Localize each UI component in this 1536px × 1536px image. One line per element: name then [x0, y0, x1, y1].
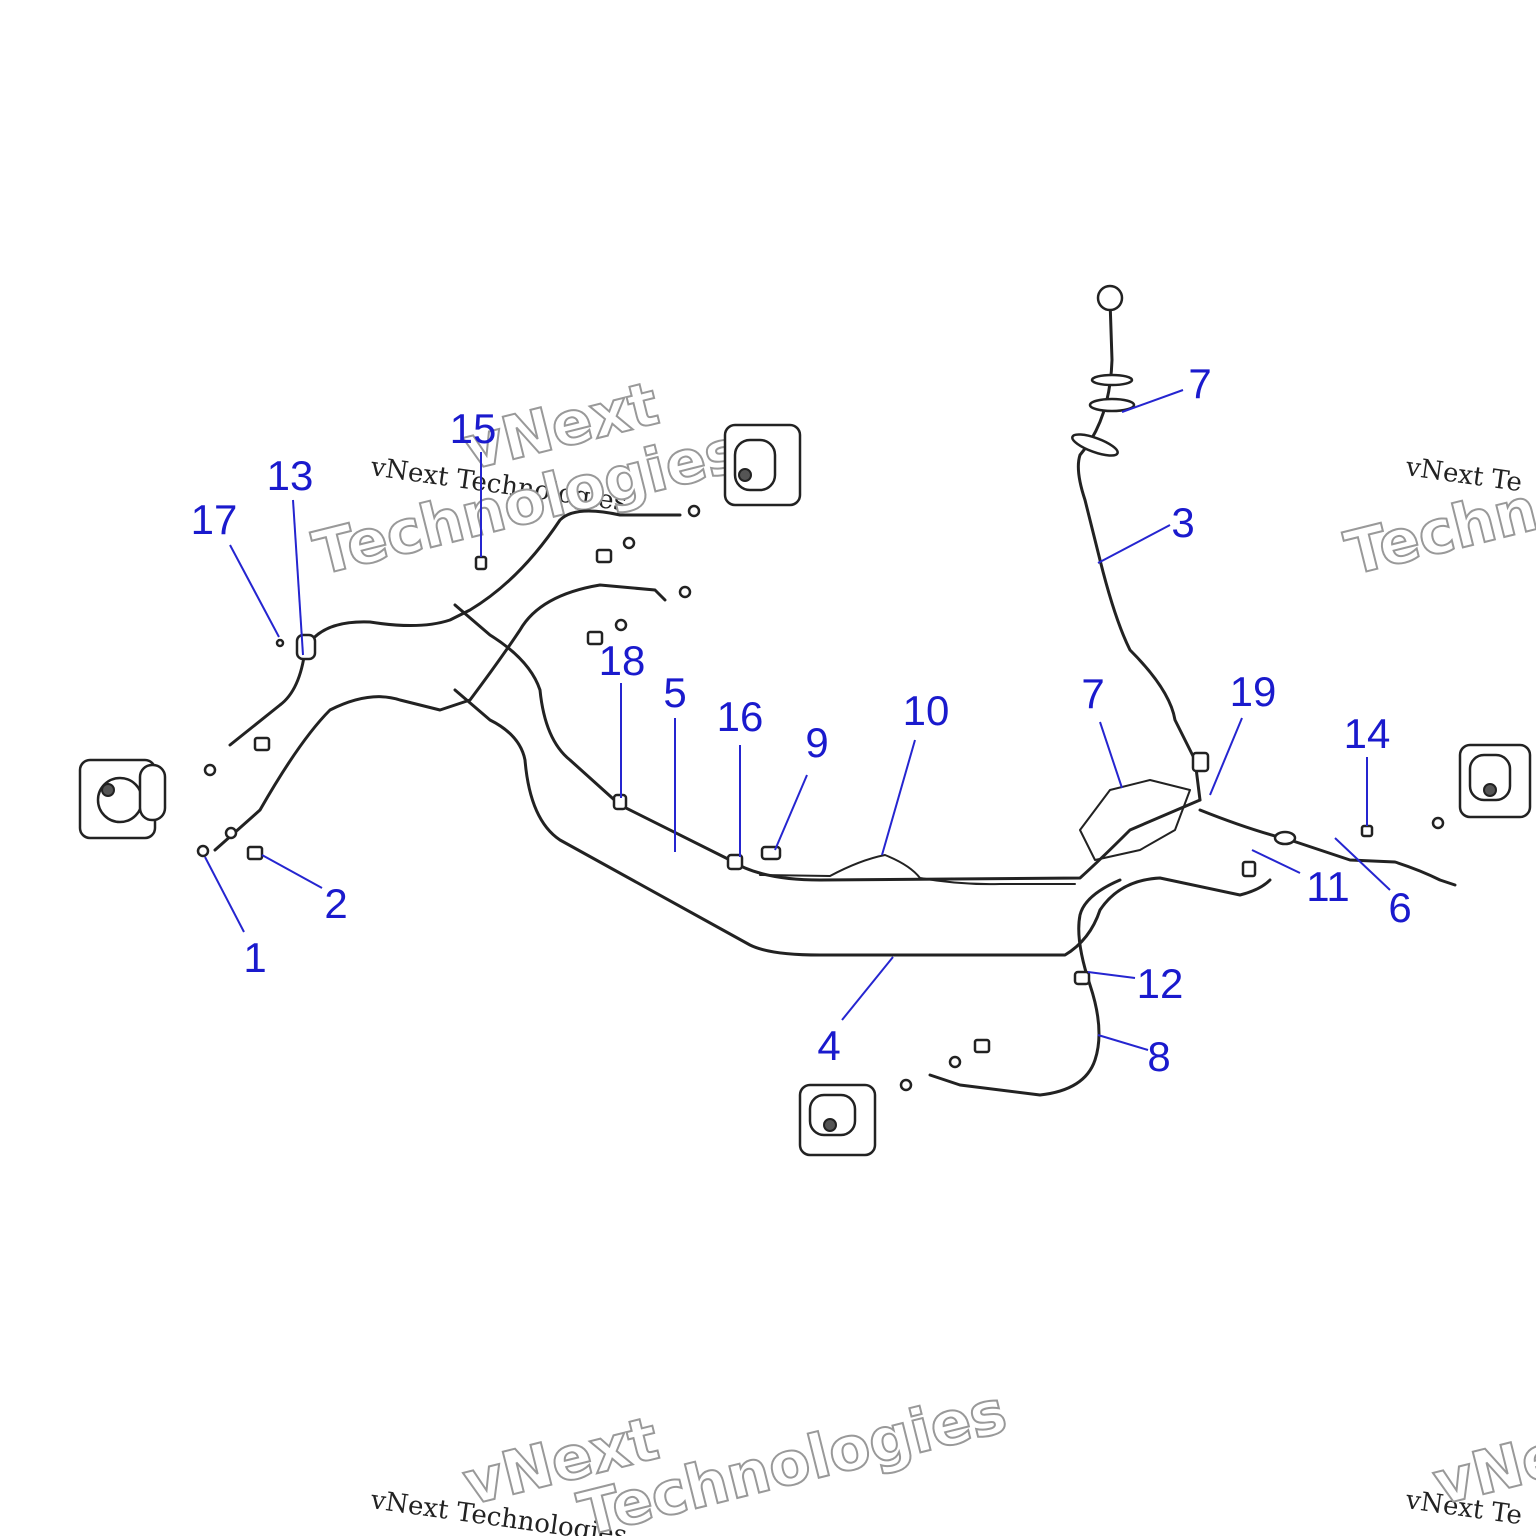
watermark-group-bottom-left: vNext vNext Technologies Technologies: [368, 1376, 1014, 1536]
leader-10: [881, 739, 916, 856]
callout-12: 12: [1137, 960, 1184, 1007]
washer-2: [224, 826, 238, 840]
leader-8: [1097, 1034, 1149, 1051]
caliper-rear-left: [798, 1083, 877, 1157]
banjo-bolt-b: [595, 548, 613, 564]
washer-1: [196, 844, 210, 858]
callout-1: 1: [243, 934, 266, 981]
callout-19: 19: [1230, 668, 1277, 715]
leader-13: [292, 499, 304, 656]
callout-18: 18: [599, 637, 646, 684]
washer-9: [948, 1055, 962, 1069]
callout-14: 14: [1344, 710, 1391, 757]
brake-line-6: [1198, 808, 1457, 887]
leader-lines: [204, 389, 1391, 1051]
leader-17: [229, 544, 280, 638]
bolt-14: [1360, 824, 1374, 838]
brake-line-10: [759, 854, 1076, 886]
grommet-3: [1071, 433, 1119, 457]
leader-7a: [1121, 389, 1184, 413]
banjo-bolt-a: [253, 736, 271, 752]
clip-12: [1073, 970, 1091, 986]
banjo-bolt-d: [973, 1038, 991, 1054]
callout-6: 6: [1388, 884, 1411, 931]
bracket-7-lower: [1079, 779, 1191, 861]
watermark-group-top-right: vNext Te Technologies: [1338, 415, 1536, 591]
leader-9: [774, 774, 808, 851]
fitting-19: [1191, 751, 1210, 773]
leader-7b: [1099, 721, 1123, 789]
caliper-front-left: [78, 758, 167, 840]
callout-7-lower: 7: [1081, 670, 1104, 717]
bolt-17: [275, 638, 285, 648]
callout-5: 5: [663, 669, 686, 716]
callouts: 1 2 3 4 5 6 7 7 8 9 10 11 12 13 14 15 16…: [191, 360, 1412, 1080]
washer-7: [678, 585, 692, 599]
watermark-group-top-left: vNext vNext Technologies Technologies: [306, 368, 750, 591]
callout-3: 3: [1171, 499, 1194, 546]
leader-4: [841, 956, 894, 1021]
grommet-1: [1090, 373, 1134, 387]
fitting-6: [1273, 830, 1297, 846]
callout-4: 4: [817, 1022, 840, 1069]
callout-2: 2: [324, 880, 347, 927]
watermark-technologies-right: Technologies: [1339, 416, 1536, 590]
clip-16: [726, 853, 744, 871]
bolt-15: [474, 555, 488, 571]
leader-6: [1334, 837, 1391, 891]
watermark-group-bottom-right: vNext Te vNe: [1403, 1419, 1536, 1531]
callout-17: 17: [191, 496, 238, 543]
callout-15: 15: [450, 405, 497, 452]
washer-4: [622, 536, 636, 550]
reservoir-knob: [1096, 284, 1124, 312]
washer-8: [899, 1078, 913, 1092]
brake-lines: [213, 298, 1457, 1097]
washer-6: [614, 618, 628, 632]
clip-13: [295, 633, 317, 661]
leader-12: [1087, 971, 1136, 979]
washer-5: [687, 504, 701, 518]
callout-11: 11: [1306, 863, 1350, 910]
leader-3: [1097, 524, 1171, 564]
callout-16: 16: [717, 693, 764, 740]
washer-10: [1431, 816, 1445, 830]
leader-1: [204, 856, 245, 933]
callout-8: 8: [1147, 1033, 1170, 1080]
leader-11: [1251, 849, 1301, 874]
banjo-bolt-2: [246, 845, 264, 861]
bolt-11: [1241, 860, 1257, 878]
hose-front-right: [213, 583, 667, 852]
brake-line-8: [928, 878, 1122, 1097]
brake-line-4: [453, 688, 1272, 957]
leader-19: [1209, 717, 1243, 796]
grommet-2: [1088, 397, 1136, 413]
callout-7-upper: 7: [1188, 360, 1211, 407]
callout-10: 10: [903, 687, 950, 734]
banjo-bolt-c: [586, 630, 604, 646]
caliper-rear-right: [1458, 743, 1532, 819]
washer-3: [203, 763, 217, 777]
callout-13: 13: [267, 452, 314, 499]
brake-line-3: [1076, 298, 1202, 802]
parts: [78, 284, 1532, 1157]
leader-2: [261, 854, 323, 889]
switch-9: [760, 845, 782, 861]
caliper-front-right: [723, 423, 802, 507]
callout-9: 9: [805, 719, 828, 766]
